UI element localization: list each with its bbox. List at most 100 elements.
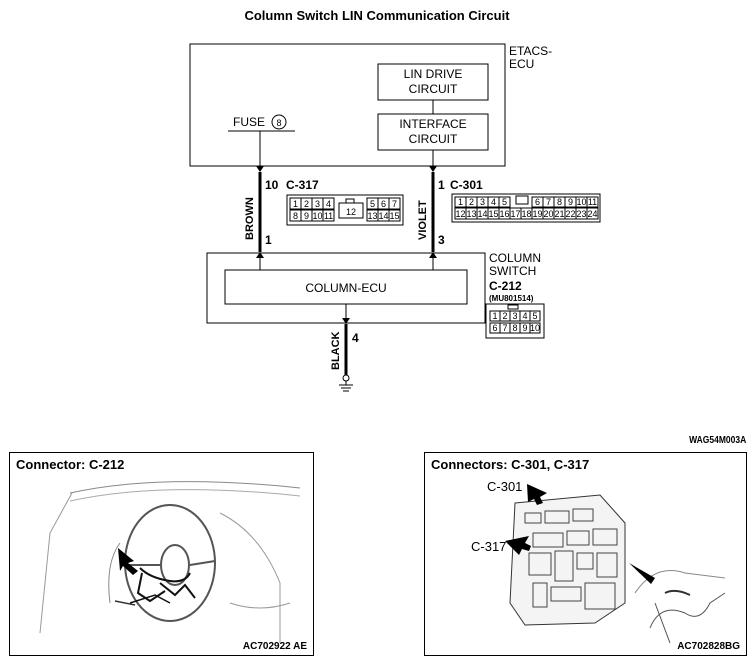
c301-pin: 8 xyxy=(557,197,562,207)
diagram-title: Column Switch LIN Communication Circuit xyxy=(244,8,510,23)
c301-pin: 2 xyxy=(469,197,474,207)
c301-pin: 17 xyxy=(510,209,520,219)
interface-label-1: INTERFACE xyxy=(399,117,466,131)
c317-pin: 4 xyxy=(326,199,331,209)
c212-pin: 1 xyxy=(492,311,497,321)
c301-connector-label: C-301 xyxy=(450,178,483,192)
c301-pin: 16 xyxy=(499,209,509,219)
c212-pin: 8 xyxy=(512,323,517,333)
panel-title-c301-c317: Connectors: C-301, C-317 xyxy=(431,457,590,472)
arrow-icon xyxy=(118,548,138,575)
c317-pin: 15 xyxy=(389,211,399,221)
c301-pin: 20 xyxy=(543,209,553,219)
c317-pin: 11 xyxy=(324,211,333,221)
interface-label-2: CIRCUIT xyxy=(409,132,458,146)
c317-pin: 7 xyxy=(392,199,397,209)
column-switch-label-1: COLUMN xyxy=(489,251,541,265)
c301-pin: 24 xyxy=(587,209,597,219)
circuit-diagram: ETACS- ECU LIN DRIVE CIRCUIT INTERFACE C… xyxy=(189,43,601,392)
c317-pin: 2 xyxy=(304,199,309,209)
fuse-number-circle xyxy=(271,114,287,130)
c301-pin: 11 xyxy=(588,197,597,207)
c317-pin: 14 xyxy=(378,211,388,221)
c212-pin: 6 xyxy=(492,323,497,333)
ground-wire-arrow xyxy=(342,318,350,324)
violet-wire-label: VIOLET xyxy=(417,200,429,240)
c317-pin: 6 xyxy=(381,199,386,209)
c212-pin: 4 xyxy=(522,311,527,321)
c301-pin: 13 xyxy=(466,209,476,219)
right-bottom-pin: 3 xyxy=(438,233,445,247)
c301-pin: 10 xyxy=(576,197,586,207)
c301-pin: 1 xyxy=(458,197,463,207)
left-wire-arrow-bottom xyxy=(256,252,264,258)
c317-pin: 5 xyxy=(370,199,375,209)
c301-pin: 19 xyxy=(532,209,542,219)
c317-pin: 9 xyxy=(304,211,309,221)
c212-pin: 5 xyxy=(532,311,537,321)
c212-connector-label: C-212 xyxy=(489,279,522,293)
c317-callout-label: C-317 xyxy=(471,539,507,554)
c301-callout-label: C-301 xyxy=(487,479,523,494)
c301-pin: 15 xyxy=(488,209,498,219)
ground-terminal xyxy=(342,374,350,382)
c301-pin: 14 xyxy=(477,209,487,219)
document-id: WAG54M003A xyxy=(688,435,746,446)
c317-pin: 12 xyxy=(346,207,356,217)
connector-c212-panel: Connector: C-212 AC702922 AE xyxy=(9,452,314,656)
c317-pin: 8 xyxy=(293,211,298,221)
connectors-c301-c317-panel: Connectors: C-301, C-317 C-301 C-317 AC7… xyxy=(424,452,747,656)
fuse-number: 8 xyxy=(276,118,281,128)
c317-connector-label: C-317 xyxy=(286,178,319,192)
c301-connector-face: 1 2 3 4 5 6 7 8 9 10 11 12 13 14 15 16 1… xyxy=(451,193,601,223)
arrow-icon xyxy=(527,484,547,505)
column-switch-label-2: SWITCH xyxy=(489,264,536,278)
right-top-pin: 1 xyxy=(438,178,445,192)
panel-title-c212: Connector: C-212 xyxy=(16,457,125,472)
etacs-ecu-box xyxy=(189,43,506,167)
c212-pin: 3 xyxy=(512,311,517,321)
c301-pin: 23 xyxy=(576,209,586,219)
c317-pin: 13 xyxy=(367,211,377,221)
c301-pin: 6 xyxy=(535,197,540,207)
c317-pin: 10 xyxy=(312,211,322,221)
c212-pin: 7 xyxy=(502,323,507,333)
arrow-icon xyxy=(505,536,531,555)
left-top-pin: 10 xyxy=(265,178,279,192)
c317-pin: 3 xyxy=(315,199,320,209)
figure-id-right: AC702828BG xyxy=(677,641,740,652)
c317-connector-face: 1 2 3 4 8 9 10 11 12 5 6 7 13 14 15 xyxy=(286,194,404,226)
etacs-ecu-label-2: ECU xyxy=(509,57,534,71)
ecu-illustration xyxy=(505,484,726,644)
c301-pin: 21 xyxy=(554,209,564,219)
c301-pin: 7 xyxy=(546,197,551,207)
c301-pin: 22 xyxy=(565,209,575,219)
c301-pin: 18 xyxy=(521,209,531,219)
c212-connector-face: 1 2 3 4 5 6 7 8 9 10 xyxy=(485,303,545,339)
c301-pin: 12 xyxy=(455,209,465,219)
c317-pin: 1 xyxy=(293,199,298,209)
figure-id-left: AC702922 AE xyxy=(242,641,307,652)
dashboard-illustration xyxy=(39,481,301,643)
left-wire-arrow-top xyxy=(256,166,264,172)
black-wire-label: BLACK xyxy=(330,331,342,370)
c301-pin: 5 xyxy=(502,197,507,207)
lin-drive-label-1: LIN DRIVE xyxy=(404,67,463,81)
c301-pin: 9 xyxy=(568,197,573,207)
c301-pin: 4 xyxy=(491,197,496,207)
c212-pin: 10 xyxy=(530,323,540,333)
ground-pin: 4 xyxy=(352,331,359,345)
right-wire-arrow-top xyxy=(429,166,437,172)
lin-drive-label-2: CIRCUIT xyxy=(409,82,458,96)
etacs-ecu-label-1: ETACS- xyxy=(509,44,552,58)
c212-pin: 2 xyxy=(502,311,507,321)
left-bottom-pin: 1 xyxy=(265,233,272,247)
c212-part-number: (MU801514) xyxy=(489,294,534,303)
right-wire-arrow-bottom xyxy=(429,252,437,258)
c212-pin: 9 xyxy=(522,323,527,333)
column-ecu-label: COLUMN-ECU xyxy=(305,281,386,295)
arrow-icon xyxy=(629,563,655,584)
c301-pin: 3 xyxy=(480,197,485,207)
brown-wire-label: BROWN xyxy=(244,197,256,240)
fuse-label: FUSE xyxy=(233,115,265,129)
